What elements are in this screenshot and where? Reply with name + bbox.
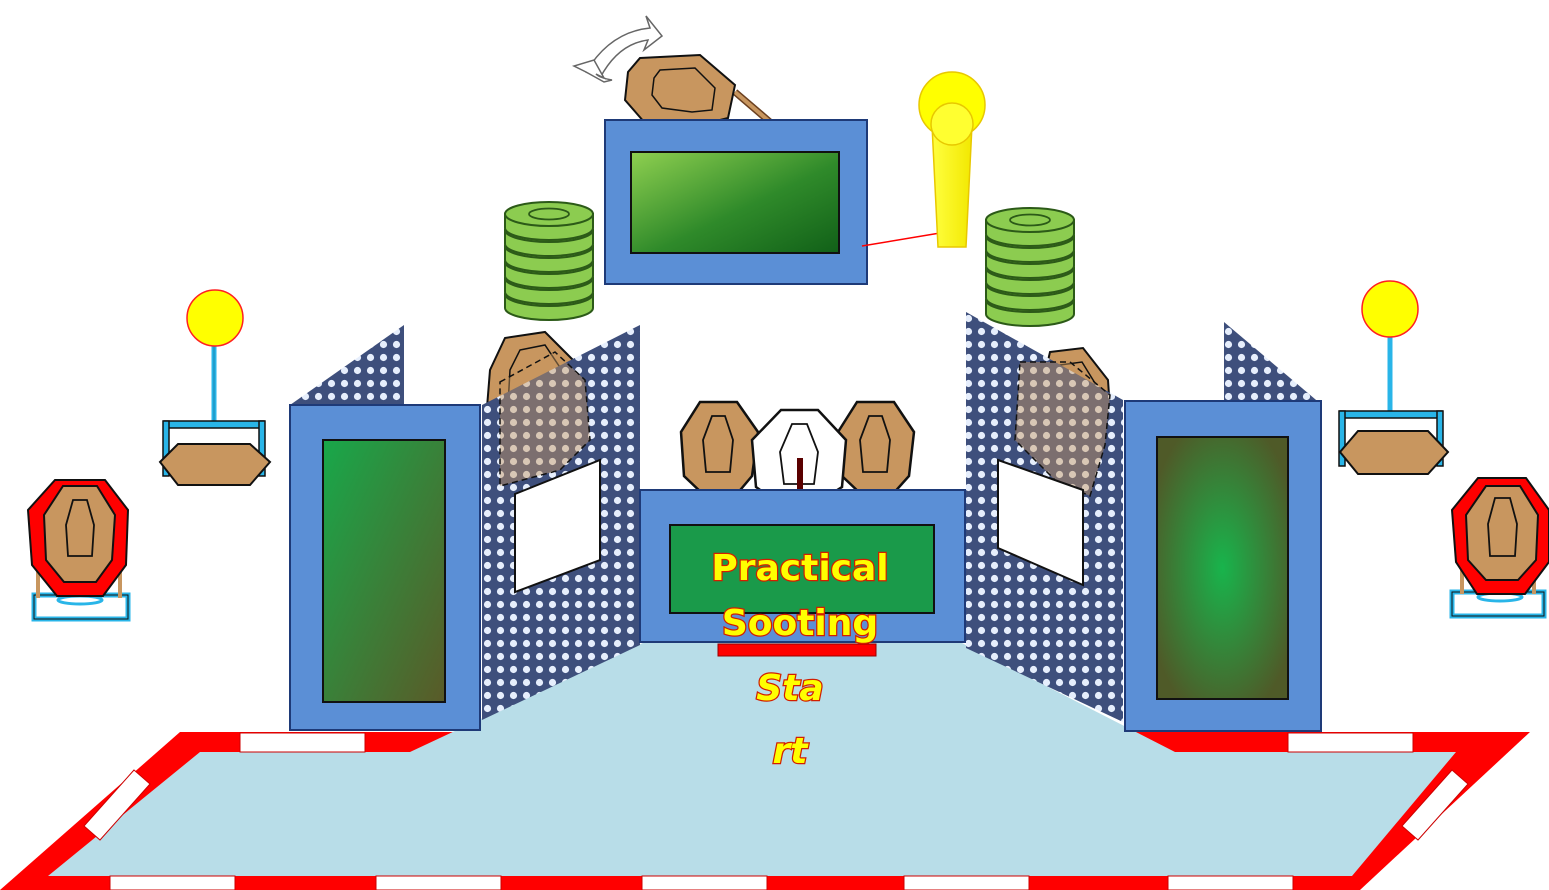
steel-plate-stack-icon (504, 201, 594, 321)
target-stand-left (26, 479, 131, 622)
start-line (717, 643, 877, 657)
start-label-line1: Sta (756, 668, 823, 709)
port-window-right (997, 458, 1084, 587)
stage-title-line1: Practical (711, 548, 888, 589)
steel-plate-stack-icon (985, 207, 1075, 327)
center-barricade (639, 489, 966, 643)
bay-floor (410, 642, 1175, 752)
rotate-arrow-icon (571, 15, 664, 83)
stage-title-line2: Sooting (722, 603, 878, 644)
swinging-target-top (623, 53, 773, 127)
swinger-target-icon (1338, 280, 1450, 475)
paper-target-icon (679, 400, 760, 497)
start-label-line2: rt (773, 731, 810, 772)
hidden-target-outline (499, 351, 591, 487)
port-window-left (514, 458, 601, 594)
shooting-area-boundary (0, 732, 1530, 890)
wall-left (289, 404, 481, 731)
hidden-target-outline (1014, 361, 1111, 498)
paper-target-icon (836, 400, 916, 497)
top-panel (604, 119, 868, 285)
no-shoot-target-icon (750, 408, 848, 499)
swinger-target-icon (158, 289, 272, 486)
wall-right (1124, 400, 1322, 732)
activation-wire (861, 232, 941, 247)
popper-icon (918, 71, 986, 248)
target-stand-right (1449, 477, 1549, 619)
